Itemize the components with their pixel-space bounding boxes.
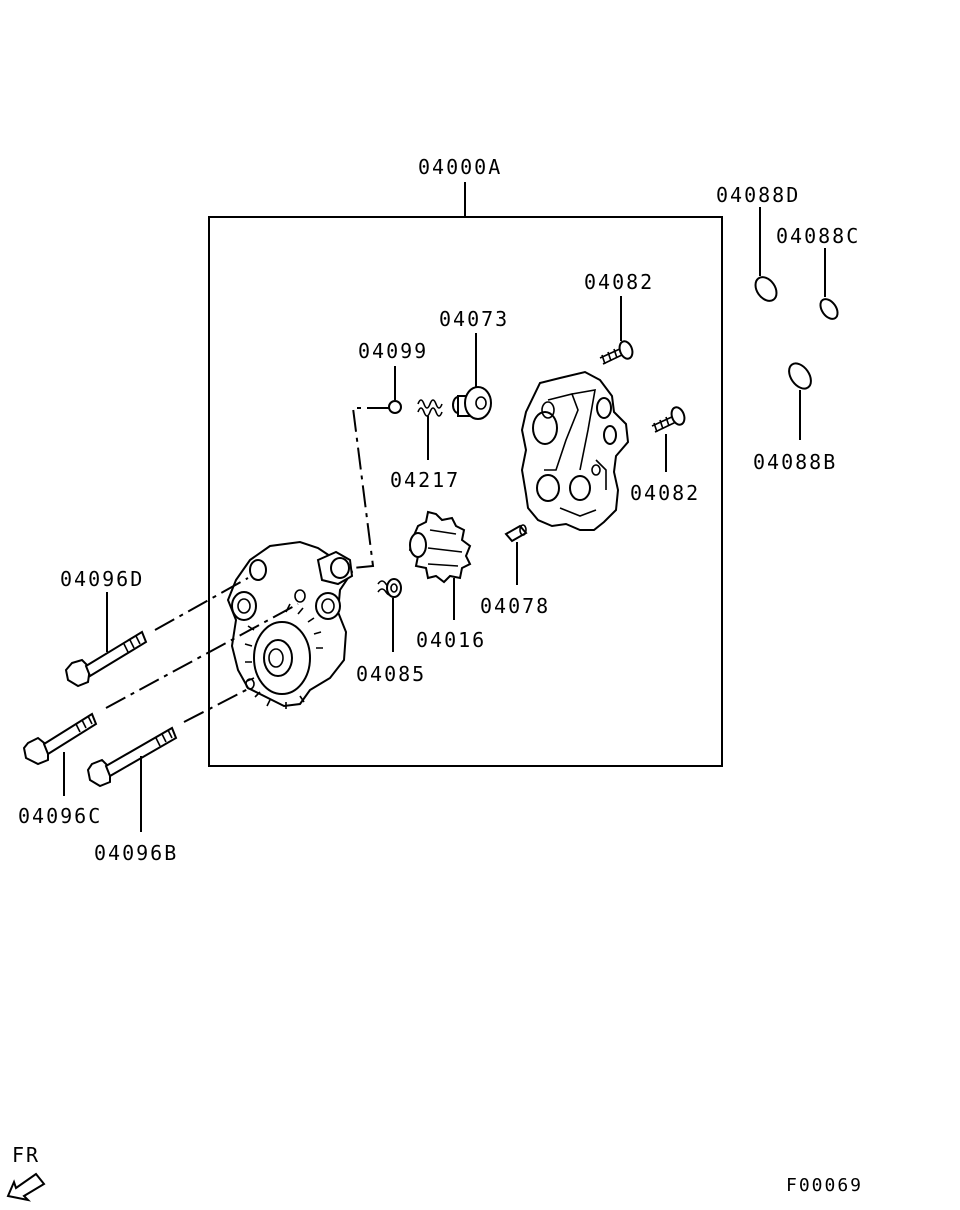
pump-body[interactable] bbox=[226, 540, 354, 709]
bolt-d[interactable] bbox=[64, 592, 148, 688]
bolt-b-centerline bbox=[183, 687, 251, 723]
ball-path-line bbox=[351, 407, 389, 569]
label-direction: FR bbox=[12, 1143, 40, 1167]
label-ring-d[interactable]: 04088D bbox=[716, 183, 800, 207]
relief-valve[interactable] bbox=[452, 333, 492, 420]
label-plug[interactable]: 04085 bbox=[356, 662, 426, 686]
label-ring-c[interactable]: 04088C bbox=[776, 224, 860, 248]
inner-gear[interactable] bbox=[408, 510, 472, 620]
figure-code: F00069 bbox=[786, 1175, 863, 1196]
label-bolt-d[interactable]: 04096D bbox=[60, 567, 144, 591]
o-ring-b[interactable] bbox=[785, 359, 816, 440]
bolt-c[interactable] bbox=[22, 712, 98, 796]
pin[interactable] bbox=[504, 524, 528, 585]
bolt-c-centerline bbox=[105, 603, 299, 709]
label-bolt-b[interactable]: 04096B bbox=[94, 841, 178, 865]
label-spring[interactable]: 04217 bbox=[390, 468, 460, 492]
bolt-b[interactable] bbox=[86, 726, 178, 832]
bolt-d-centerline bbox=[154, 577, 249, 631]
front-arrow-icon bbox=[6, 1172, 46, 1202]
label-ring-b[interactable]: 04088B bbox=[753, 450, 837, 474]
label-ball[interactable]: 04099 bbox=[358, 339, 428, 363]
o-ring-d[interactable] bbox=[751, 207, 781, 305]
spring[interactable] bbox=[417, 399, 443, 460]
side-cover-plate[interactable] bbox=[520, 370, 630, 531]
check-ball[interactable] bbox=[388, 366, 402, 414]
o-ring-c[interactable] bbox=[817, 248, 841, 322]
label-pin[interactable]: 04078 bbox=[480, 594, 550, 618]
label-valve[interactable]: 04073 bbox=[439, 307, 509, 331]
screw-right[interactable] bbox=[651, 405, 687, 472]
label-screw-right[interactable]: 04082 bbox=[630, 481, 700, 505]
label-assembly[interactable]: 04000A bbox=[418, 155, 502, 179]
screw-top[interactable] bbox=[599, 296, 635, 365]
plug[interactable] bbox=[377, 578, 402, 652]
label-gear[interactable]: 04016 bbox=[416, 628, 486, 652]
label-screw-top[interactable]: 04082 bbox=[584, 270, 654, 294]
label-bolt-c[interactable]: 04096C bbox=[18, 804, 102, 828]
